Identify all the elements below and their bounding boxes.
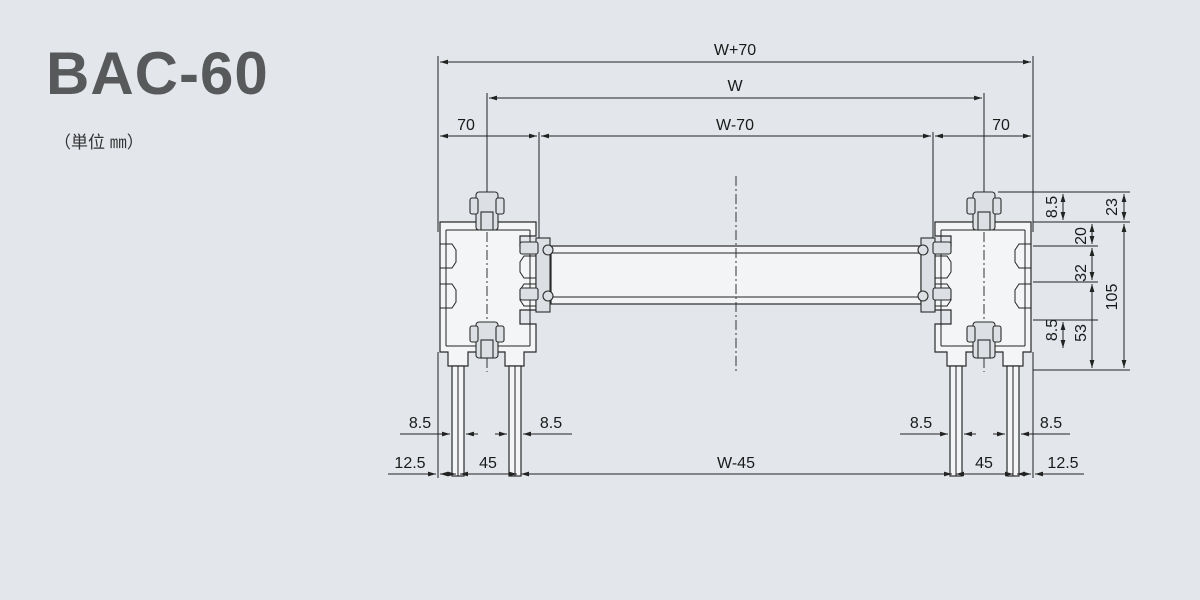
left-bottom-bolt — [469, 321, 505, 359]
dim-left-leg-span: 45 — [479, 455, 497, 472]
right-frame-profile — [934, 221, 1032, 477]
dim-inner-label: W-70 — [716, 117, 754, 134]
dim-leg-width-2: 8.5 — [540, 415, 562, 432]
right-shaft-bracket — [917, 237, 952, 313]
dim-w-label: W — [727, 78, 743, 95]
dim-right-edge: 12.5 — [1047, 455, 1078, 472]
dim-slot-a: 20 — [1073, 227, 1090, 245]
dim-left-offset-label: 70 — [457, 117, 475, 134]
dim-overall-height: 105 — [1104, 284, 1121, 311]
dim-bolt-bottom: 8.5 — [1044, 319, 1061, 341]
left-frame-profile — [439, 221, 537, 477]
dim-overall-label: W+70 — [714, 42, 756, 59]
dim-right-leg-span: 45 — [975, 455, 993, 472]
unit-note: （単位 ㎜） — [54, 133, 144, 152]
left-shaft-bracket — [519, 237, 554, 313]
dim-bolt-top: 8.5 — [1044, 196, 1061, 218]
dim-leg-width-1: 8.5 — [409, 415, 431, 432]
dim-leg-width-4: 8.5 — [1040, 415, 1062, 432]
dim-left-edge: 12.5 — [394, 455, 425, 472]
dim-lower-height: 53 — [1073, 324, 1090, 342]
right-bottom-bolt — [966, 321, 1002, 359]
page-title: BAC-60 — [46, 40, 269, 107]
dim-slot-b: 32 — [1073, 264, 1090, 282]
left-top-bolt — [469, 191, 505, 231]
bottom-dimensions: 8.5 8.5 8.5 8.5 12.5 45 W-45 45 12.5 — [388, 352, 1084, 478]
dim-leg-inner: W-45 — [717, 455, 755, 472]
top-dimensions: W+70 W 70 W-70 70 — [437, 42, 1034, 250]
dim-right-offset-label: 70 — [992, 117, 1010, 134]
dim-bracket-top: 23 — [1104, 198, 1121, 216]
right-top-bolt — [966, 191, 1002, 231]
dim-leg-width-3: 8.5 — [910, 415, 932, 432]
right-dimensions: 23 8.5 20 32 8.5 53 105 — [998, 191, 1130, 371]
